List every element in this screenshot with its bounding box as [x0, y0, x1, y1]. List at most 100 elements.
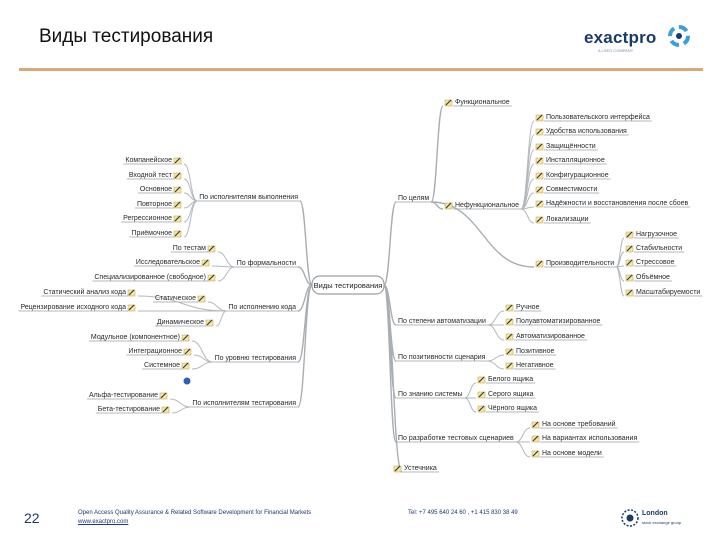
pencil-icon	[173, 157, 182, 165]
pencil-icon	[201, 259, 210, 267]
mindmap-connector	[217, 266, 235, 282]
mindmap-leaf-label: Пользовательского интерфейса	[546, 113, 650, 121]
mindmap-connector	[383, 201, 397, 286]
mindmap-subbranch-label: Нефункциональное	[455, 202, 519, 209]
mindmap-connector	[383, 284, 403, 473]
mindmap-leaf-label: Защищённости	[546, 143, 596, 150]
mindmap-connector	[515, 441, 531, 458]
mindmap-branch-label: По разработке тестовых сценариев	[398, 434, 514, 442]
lse-name: London	[642, 510, 668, 517]
footer-link[interactable]: www.exactpro.com	[78, 519, 129, 525]
lse-crest-icon	[621, 509, 639, 527]
logo-name: exactpro	[584, 28, 657, 47]
pencil-icon	[181, 362, 190, 370]
pencil-icon	[183, 348, 192, 356]
pencil-icon	[173, 186, 182, 194]
mindmap-branch-label: По степени автоматизации	[398, 318, 486, 325]
mindmap-connector	[191, 361, 213, 370]
pencil-icon	[173, 172, 182, 180]
mindmap-leaf-label: Серого ящика	[488, 391, 534, 398]
mindmap-leaf-label: На основе модели	[542, 450, 602, 457]
pencil-icon	[159, 392, 168, 400]
pencil-icon	[535, 143, 544, 151]
mindmap-leaf-label: Конфигурационное	[546, 172, 609, 179]
pencil-icon	[535, 157, 544, 165]
mindmap-leaf-label: Статический анализ кода	[43, 288, 126, 296]
mindmap-connector	[211, 265, 235, 268]
logo-tagline: A LSEG COMPANY	[598, 48, 634, 53]
pencil-icon	[207, 245, 216, 253]
mindmap-leaf-label: Ручное	[516, 304, 540, 311]
mindmap-connector	[615, 266, 625, 297]
pencil-icon	[477, 391, 486, 399]
mindmap-leaf-label: По тестам	[173, 245, 206, 252]
mindmap-root-label: Виды тестирования	[314, 281, 383, 290]
pencil-icon	[444, 202, 453, 210]
mindmap-connector	[171, 406, 191, 414]
mindmap-leaf-label: Регрессионное	[123, 215, 172, 222]
mindmap-leaf-label: Входной тест	[129, 171, 173, 179]
mindmap-branch-label: По уровню тестирования	[215, 355, 297, 362]
title-rule	[19, 68, 703, 71]
pencil-icon	[173, 201, 182, 209]
pencil-icon	[531, 435, 540, 443]
footer-description: Open Access Quality Assurance & Related …	[78, 510, 312, 516]
mindmap-connector	[487, 324, 505, 341]
footer-phone: Tel: +7 495 640 24 60 , +1 415 830 38 49	[408, 510, 518, 516]
mindmap-connector	[487, 360, 505, 370]
mindmap-connector	[520, 134, 535, 210]
mindmap-branch-label: Устечника	[404, 465, 437, 472]
mindmap-connector	[487, 310, 505, 326]
page-title: Виды тестирования	[39, 26, 214, 47]
mindmap-leaf-label: Масштабируемости	[636, 288, 700, 296]
pencil-icon	[477, 376, 486, 384]
mindmap-leaf-label: Негативное	[516, 362, 554, 369]
mindmap-leaf-label: Повторное	[137, 201, 172, 208]
pencil-icon	[173, 230, 182, 238]
pencil-icon	[197, 295, 206, 303]
mindmap-leaf-label: На основе требований	[542, 420, 616, 428]
mindmap-connector	[297, 266, 313, 286]
pencil-icon	[477, 405, 486, 413]
pencil-icon	[207, 274, 216, 282]
pencil-icon	[505, 318, 514, 326]
mindmap-connector	[520, 208, 535, 224]
pencil-icon	[535, 114, 544, 122]
pencil-icon	[535, 260, 544, 268]
mindmap-branch-label: По формальности	[237, 260, 296, 267]
mindmap-leaf-label: Системное	[144, 362, 180, 369]
mindmap-connector	[430, 105, 444, 203]
pencil-icon	[173, 215, 182, 223]
mindmap-branch-label: По исполнению кода	[229, 304, 297, 311]
pencil-icon	[625, 259, 634, 267]
pencil-icon	[161, 406, 170, 414]
pencil-icon	[625, 274, 634, 282]
mindmap-leaf-label: Чёрного ящика	[488, 405, 537, 412]
mindmap-branch-label: По целям	[398, 195, 429, 202]
mindmap-leaf-label: Стабильности	[636, 244, 682, 252]
pencil-icon	[444, 99, 453, 107]
mindmap-subbranch-label: Производительности	[546, 260, 614, 267]
exactpro-mark-icon	[668, 25, 690, 47]
pencil-icon	[531, 421, 540, 429]
mindmap-leaf-label: Белого ящика	[488, 376, 533, 383]
mindmap-connector	[137, 295, 227, 312]
pencil-icon	[181, 334, 190, 342]
pencil-icon	[505, 333, 514, 341]
mindmap-leaf-label: Позитивное	[516, 348, 555, 355]
mindmap-leaf-label: Объёмное	[636, 273, 670, 281]
pencil-icon	[535, 128, 544, 136]
mindmap-leaf-label: Модульное (компонентное)	[91, 334, 180, 341]
mindmap-leaf-label: Компанейское	[125, 156, 172, 164]
mindmap-leaf-label: Динамическое	[157, 319, 204, 326]
mindmap-leaf-label: Статическое	[155, 295, 196, 302]
mindmap-leaf-label: Автоматизированное	[516, 333, 585, 340]
mindmap-leaf-label: На вариантах использования	[542, 435, 637, 442]
mindmap-subbranch-label: Функциональное	[455, 99, 510, 106]
mindmap-leaf-label: Совместимости	[546, 186, 597, 193]
pencil-icon	[535, 216, 544, 224]
pencil-icon	[531, 450, 540, 458]
mindmap-connector	[217, 251, 235, 268]
pencil-icon	[625, 289, 634, 297]
